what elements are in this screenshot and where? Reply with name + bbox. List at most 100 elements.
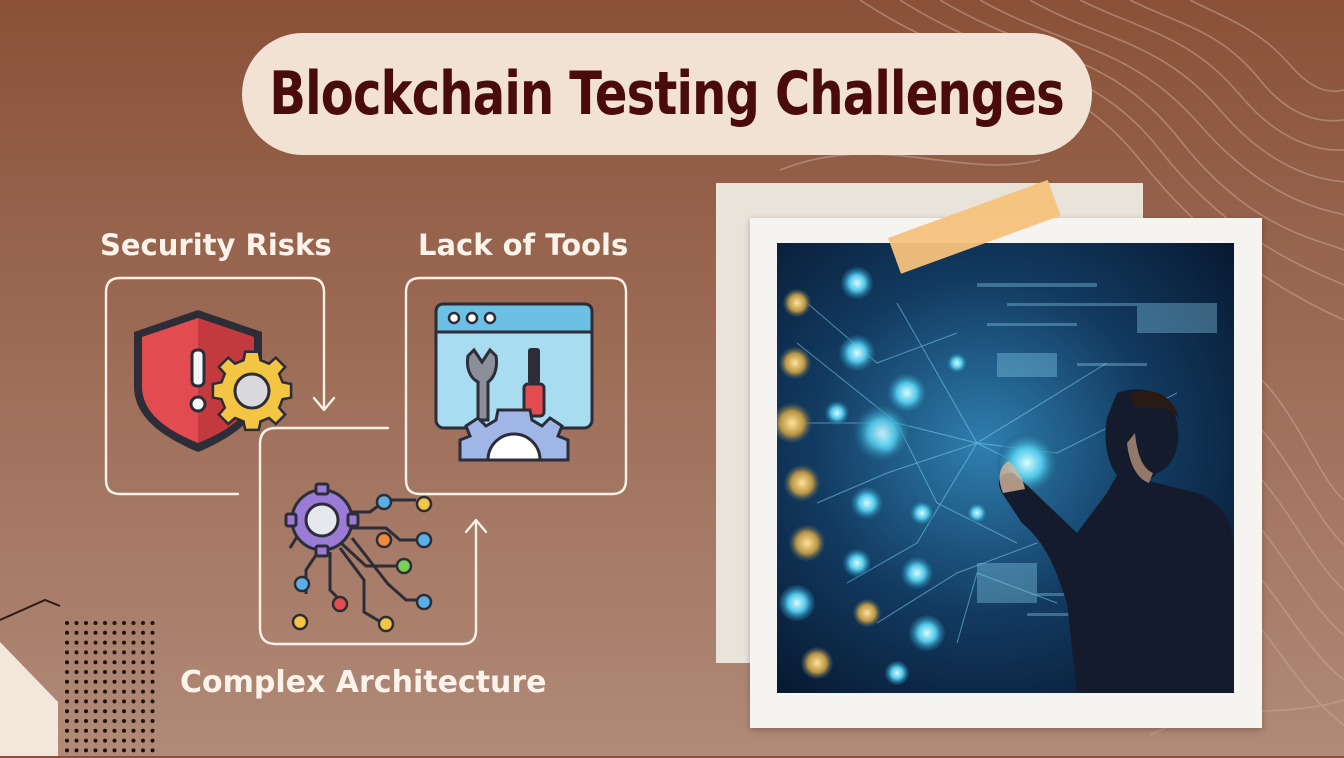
decorative-dot <box>150 640 155 645</box>
decorative-dot <box>65 630 69 635</box>
decorative-dot <box>93 728 98 733</box>
decorative-dot <box>150 719 155 723</box>
decorative-dot <box>131 748 136 753</box>
decorative-dot <box>93 699 98 704</box>
decorative-dot <box>150 670 155 674</box>
decorative-dot <box>74 640 79 645</box>
decorative-dot <box>93 621 98 625</box>
complex-box-outline <box>258 426 478 646</box>
decorative-dot <box>112 738 117 743</box>
decorative-dot <box>141 621 145 625</box>
decorative-dot <box>141 709 145 714</box>
page-title: Blockchain Testing Challenges <box>269 59 1065 129</box>
gear-icon <box>211 350 293 432</box>
decorative-dot <box>131 630 136 635</box>
decorative-dot <box>84 679 88 684</box>
label-security-risks: Security Risks <box>100 228 332 262</box>
decorative-dot <box>65 660 69 665</box>
decorative-dot <box>112 709 117 714</box>
decorative-dot <box>150 630 155 635</box>
decorative-dot <box>112 650 117 655</box>
decorative-dot <box>65 689 69 694</box>
decorative-dot <box>103 621 107 625</box>
decorative-corner-shape <box>0 598 61 756</box>
decorative-dot <box>131 709 136 714</box>
decorative-dot <box>141 728 145 733</box>
decorative-dot <box>103 679 107 684</box>
decorative-dot <box>141 640 145 645</box>
security-box-outline <box>104 276 326 496</box>
decorative-dot <box>74 630 79 635</box>
decorative-dot <box>112 748 117 753</box>
decorative-dot <box>131 679 136 684</box>
decorative-dot <box>103 670 107 674</box>
decorative-dot <box>65 679 69 684</box>
decorative-dot <box>150 709 155 714</box>
decorative-dot <box>65 728 69 733</box>
decorative-dot <box>84 689 88 694</box>
decorative-dot <box>122 640 126 645</box>
decorative-dot <box>122 738 126 743</box>
decorative-dot-grid <box>65 621 155 753</box>
decorative-dot <box>131 689 136 694</box>
decorative-dot <box>150 621 155 625</box>
decorative-dot <box>112 660 117 665</box>
tools-box-outline <box>404 276 628 496</box>
holographic-network-photo <box>777 243 1234 693</box>
decorative-dot <box>93 660 98 665</box>
decorative-dot <box>112 699 117 704</box>
decorative-dot <box>150 738 155 743</box>
decorative-dot <box>131 738 136 743</box>
decorative-dot <box>122 748 126 753</box>
decorative-dot <box>65 748 69 753</box>
decorative-dot <box>141 630 145 635</box>
decorative-dot <box>84 660 88 665</box>
decorative-dot <box>131 728 136 733</box>
decorative-dot <box>131 650 136 655</box>
decorative-dot <box>131 719 136 723</box>
decorative-dot <box>65 621 69 625</box>
decorative-dot <box>141 670 145 674</box>
decorative-dot <box>84 699 88 704</box>
decorative-dot <box>112 630 117 635</box>
decorative-dot <box>141 719 145 723</box>
decorative-dot <box>141 650 145 655</box>
decorative-dot <box>150 679 155 684</box>
decorative-dot <box>122 650 126 655</box>
decorative-dot <box>84 738 88 743</box>
decorative-dot <box>112 621 117 625</box>
decorative-dot <box>65 640 69 645</box>
decorative-dot <box>112 679 117 684</box>
decorative-dot <box>93 738 98 743</box>
decorative-dot <box>103 630 107 635</box>
decorative-dot <box>103 689 107 694</box>
decorative-dot <box>122 699 126 704</box>
decorative-dot <box>74 699 79 704</box>
decorative-dot <box>131 699 136 704</box>
gear-circuit-icon <box>284 482 433 633</box>
decorative-dot <box>150 748 155 753</box>
decorative-dot <box>112 640 117 645</box>
decorative-dot <box>84 640 88 645</box>
decorative-dot <box>150 728 155 733</box>
decorative-dot <box>141 660 145 665</box>
decorative-dot <box>84 630 88 635</box>
person-silhouette <box>999 389 1234 693</box>
decorative-dot <box>122 621 126 625</box>
title-banner: Blockchain Testing Challenges <box>242 33 1092 155</box>
decorative-dot <box>141 679 145 684</box>
decorative-dot <box>131 670 136 674</box>
decorative-dot <box>103 650 107 655</box>
decorative-dot <box>84 621 88 625</box>
decorative-dot <box>122 670 126 674</box>
decorative-dot <box>84 728 88 733</box>
decorative-dot <box>74 748 79 753</box>
decorative-dot <box>74 621 79 625</box>
label-complex-architecture: Complex Architecture <box>180 665 547 700</box>
decorative-dot <box>93 689 98 694</box>
browser-tools-icon <box>434 302 594 462</box>
decorative-dot <box>112 670 117 674</box>
decorative-dot <box>131 621 136 625</box>
decorative-dot <box>84 719 88 723</box>
decorative-dot <box>103 640 107 645</box>
